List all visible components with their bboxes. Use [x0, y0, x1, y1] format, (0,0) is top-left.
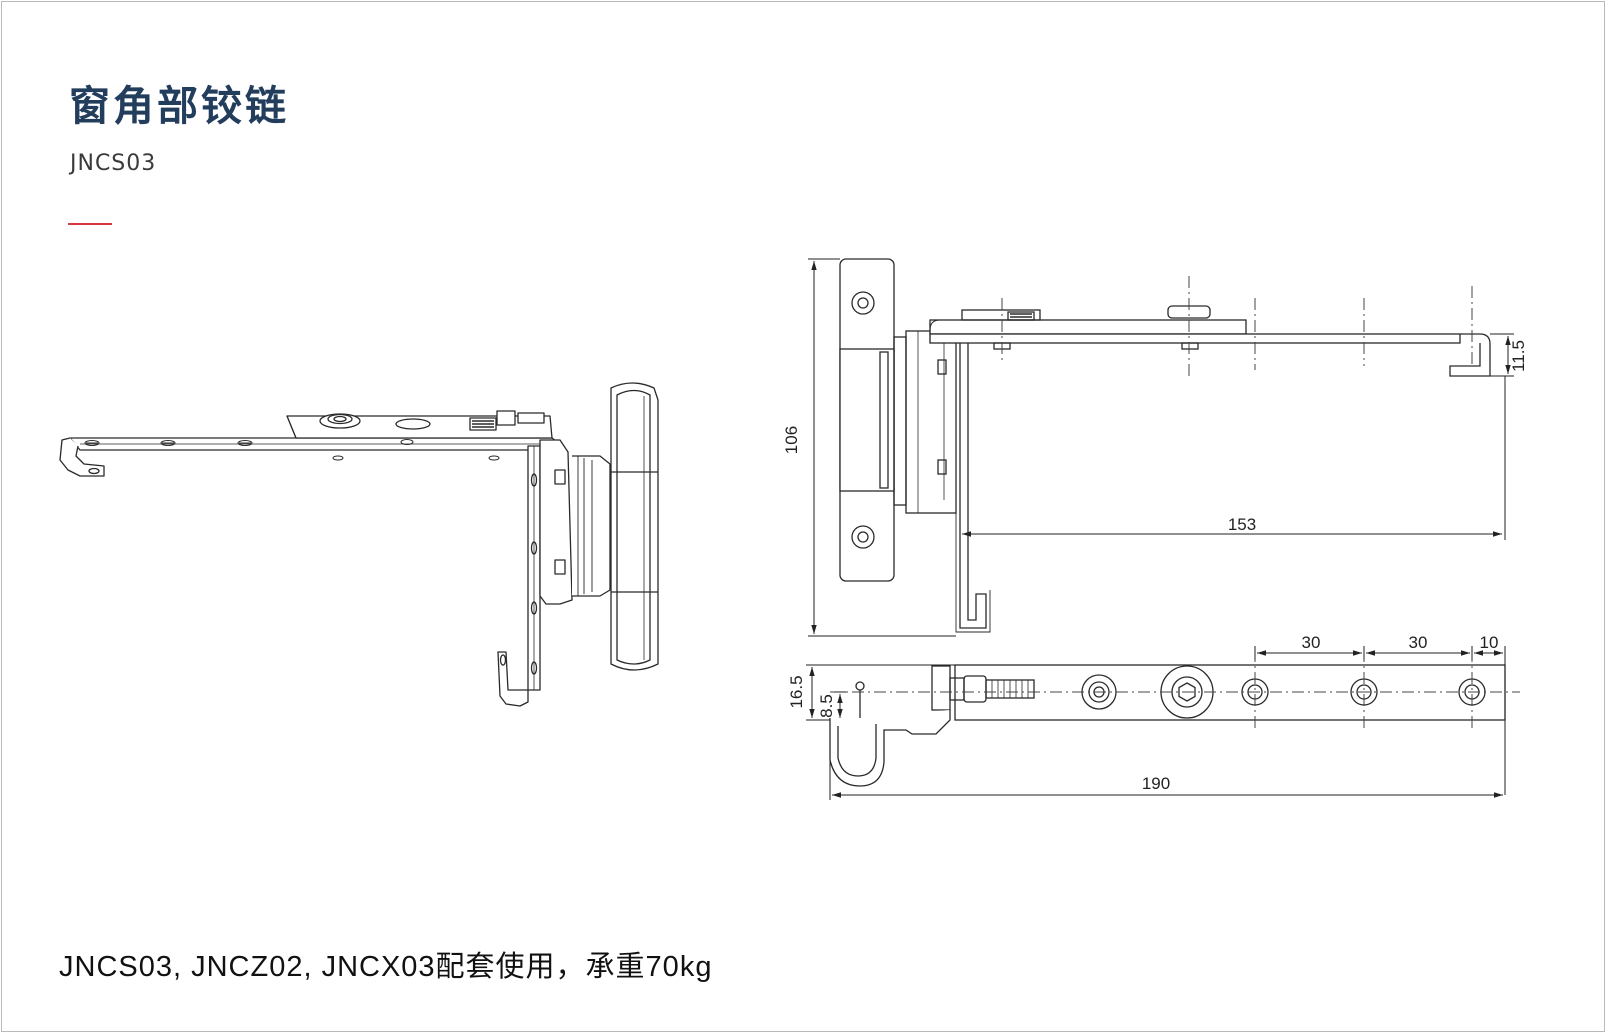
compatibility-note: JNCS03, JNCZ02, JNCX03配套使用，承重70kg [59, 951, 713, 983]
hinge-side-view [839, 258, 1491, 633]
dim-label-8-5: 8.5 [817, 694, 836, 718]
dim-label-16-5: 16.5 [787, 675, 806, 708]
dim-label-10: 10 [1480, 633, 1499, 652]
dim-label-106: 106 [782, 426, 801, 454]
dim-label-11-5: 11.5 [1509, 340, 1528, 372]
dimension-lines [806, 258, 1514, 800]
dim-label-190: 190 [1142, 774, 1170, 793]
page-title: 窗角部铰链 [69, 82, 289, 130]
hinge-perspective-view [59, 382, 659, 707]
hinge-top-view [829, 650, 1520, 787]
dim-label-153: 153 [1228, 515, 1256, 534]
model-number: JNCS03 [70, 151, 157, 176]
dim-label-30-b: 30 [1409, 633, 1428, 652]
dim-label-30-a: 30 [1302, 633, 1321, 652]
accent-line [68, 223, 112, 225]
